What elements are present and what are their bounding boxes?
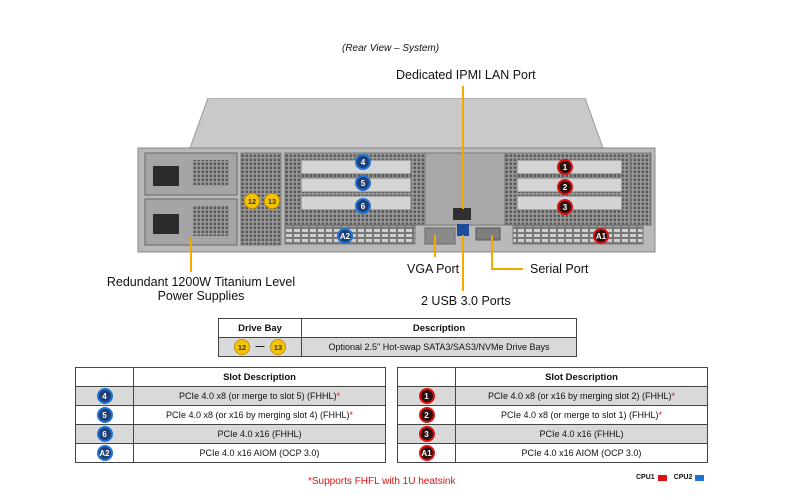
slot-3-badge: 3 (557, 199, 573, 215)
table-row: 2 PCIe 4.0 x8 (or merge to slot 1) (FHHL… (397, 405, 708, 425)
slot-a2-badge: A2 (337, 228, 353, 244)
cpu-legend: CPU1 CPU2 (636, 474, 705, 481)
slot-3-description: PCIe 4.0 x16 (FHHL) (539, 429, 624, 439)
drive-bay-description: Optional 2.5" Hot-swap SATA3/SAS3/NVMe D… (301, 337, 577, 357)
slot-2-table-badge: 2 (418, 407, 435, 423)
usb-ports-label: 2 USB 3.0 Ports (421, 294, 511, 308)
ipmi-port-label: Dedicated IPMI LAN Port (396, 68, 536, 82)
slot-a1-badge: A1 (593, 228, 609, 244)
slot-2-description: PCIe 4.0 x8 (or merge to slot 1) (FHHL) (500, 410, 659, 420)
serial-callout-line-v (491, 235, 493, 269)
fhfl-asterisk: * (658, 410, 663, 420)
drive-bay-header: Drive Bay (218, 318, 302, 338)
slot-4-badge: 4 (355, 154, 371, 170)
table-row: A1 PCIe 4.0 x16 AIOM (OCP 3.0) (397, 443, 708, 463)
figure-caption: (Rear View – System) (342, 43, 440, 54)
drive-bay-table: Drive Bay Description 12 — 13 Optional 2… (218, 318, 577, 357)
fhfl-footnote: *Supports FHFL with 1U heatsink (308, 476, 456, 487)
cpu1-legend-label: CPU1 (636, 474, 655, 481)
slot-2-badge: 2 (557, 179, 573, 195)
server-rear-view (137, 98, 656, 253)
bay-range-dash: — (255, 341, 265, 352)
slot-1-table-badge: 1 (418, 388, 435, 404)
slot-a1-table-badge: A1 (418, 445, 435, 461)
slot-a1-description: PCIe 4.0 x16 AIOM (OCP 3.0) (521, 448, 642, 458)
slot-5-table-badge: 5 (96, 407, 113, 423)
slot-5-badge: 5 (355, 175, 371, 191)
cpu2-icon-header (75, 367, 134, 387)
vga-callout-line (434, 235, 436, 257)
cpu1-legend-swatch (657, 474, 667, 481)
slot-a2-table-badge: A2 (96, 445, 113, 461)
cpu2-legend-label: CPU2 (673, 474, 693, 481)
table-row: 4 PCIe 4.0 x8 (or merge to slot 5) (FHHL… (75, 386, 386, 406)
slot-1-description: PCIe 4.0 x8 (or x16 by merging slot 2) (… (487, 391, 672, 401)
slot-5-description: PCIe 4.0 x8 (or x16 by merging slot 4) (… (165, 410, 350, 420)
slot-3-table-badge: 3 (418, 426, 435, 442)
drive-description-header: Description (301, 318, 577, 338)
table-row: A2 PCIe 4.0 x16 AIOM (OCP 3.0) (75, 443, 386, 463)
cpu2-slot-header: Slot Description (133, 367, 386, 387)
slot-a2-description: PCIe 4.0 x16 AIOM (OCP 3.0) (199, 448, 320, 458)
vga-port-label: VGA Port (407, 262, 460, 276)
fhfl-asterisk: * (349, 410, 354, 420)
bay-12-badge: 12 (244, 193, 260, 209)
usb-callout-line (462, 235, 464, 291)
table-row: 6 PCIe 4.0 x16 (FHHL) (75, 424, 386, 444)
cpu1-slot-table: Slot Description 1 PCIe 4.0 x8 (or x16 b… (397, 367, 708, 463)
table-row: 5 PCIe 4.0 x8 (or x16 by merging slot 4)… (75, 405, 386, 425)
slot-6-badge: 6 (355, 198, 371, 214)
serial-callout-line-h (491, 268, 523, 270)
cpu2-legend-swatch (695, 474, 705, 481)
slot-6-description: PCIe 4.0 x16 (FHHL) (217, 429, 302, 439)
cpu2-slot-table: Slot Description 4 PCIe 4.0 x8 (or merge… (75, 367, 386, 463)
drive-bay-range: 12 — 13 (218, 337, 302, 357)
fhfl-asterisk: * (336, 391, 341, 401)
serial-port-label: Serial Port (530, 262, 589, 276)
slot-1-badge: 1 (557, 159, 573, 175)
ipmi-callout-line (462, 86, 464, 209)
table-row: 3 PCIe 4.0 x16 (FHHL) (397, 424, 708, 444)
fhfl-asterisk: * (671, 391, 676, 401)
cpu1-slot-header: Slot Description (455, 367, 708, 387)
bay-13-table-badge: 13 (270, 339, 287, 355)
cpu1-icon-header (397, 367, 456, 387)
slot-6-table-badge: 6 (96, 426, 113, 442)
power-supplies-label: Redundant 1200W Titanium Level Power Sup… (106, 275, 296, 303)
power-callout-line (190, 238, 192, 272)
table-row: 1 PCIe 4.0 x8 (or x16 by merging slot 2)… (397, 386, 708, 406)
power-supplies-label-line1: Redundant 1200W Titanium Level (106, 275, 296, 289)
power-supplies-label-line2: Power Supplies (157, 289, 245, 303)
bay-13-badge: 13 (264, 193, 280, 209)
slot-4-description: PCIe 4.0 x8 (or merge to slot 5) (FHHL) (178, 391, 337, 401)
bay-12-table-badge: 12 (233, 339, 250, 355)
slot-4-table-badge: 4 (96, 388, 113, 404)
